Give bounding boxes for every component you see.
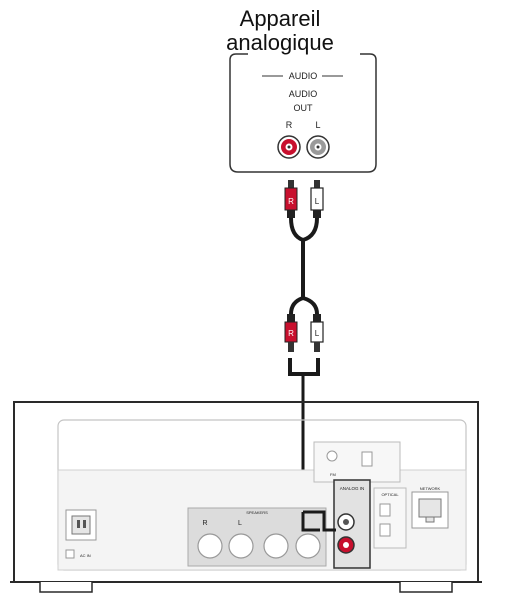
ac-in-label: AC IN xyxy=(80,553,91,558)
channel-l-label: L xyxy=(315,120,320,130)
speaker-terminal-3 xyxy=(263,533,289,559)
device-title-line1: Appareil xyxy=(239,6,321,31)
cable-merge-top xyxy=(289,217,319,243)
analog-in-l-core xyxy=(343,519,349,525)
jack-r-icon xyxy=(277,135,301,159)
cable-split-left xyxy=(289,296,304,315)
plug-top-l-mark: L xyxy=(315,197,320,206)
speaker-mark-l: L xyxy=(238,520,242,527)
analog-in-r-core xyxy=(343,542,349,548)
plug-bottom-r-mark: R xyxy=(288,329,294,338)
fm-label: FM xyxy=(330,472,336,477)
plug-top-r-mark: R xyxy=(288,197,294,206)
cable-split-right xyxy=(302,296,319,315)
plug-bottom-l-mark: L xyxy=(315,329,320,338)
cable-into-l xyxy=(303,510,336,532)
optical-label: OPTICAL xyxy=(381,492,399,497)
speaker-terminals: SPEAKERS R L xyxy=(187,507,327,567)
device-title-line2: analogique xyxy=(226,30,334,55)
speaker-terminal-1 xyxy=(197,533,223,559)
network-label: NETWORK xyxy=(420,486,441,491)
receiver-body xyxy=(13,401,479,582)
speaker-mark-r: R xyxy=(202,520,207,527)
device-outline xyxy=(229,53,377,173)
cable-loop xyxy=(301,512,320,532)
top-plug-pair: R L xyxy=(284,180,324,243)
plug-red-icon: R xyxy=(284,180,298,218)
receiver-unit: AC IN SPEAKERS R L FM ANALOG IN xyxy=(10,401,482,593)
foot-right xyxy=(399,582,453,593)
optical-area: OPTICAL xyxy=(373,487,407,549)
channel-r-label: R xyxy=(286,120,293,130)
analog-in-label: ANALOG IN xyxy=(340,486,365,491)
analog-device: AUDIO AUDIO OUT R L xyxy=(229,53,377,173)
plug-white-icon: L xyxy=(310,180,324,218)
audio-out-label-1: AUDIO xyxy=(289,89,318,99)
network-port: NETWORK xyxy=(411,486,449,529)
speaker-terminal-4 xyxy=(295,533,321,559)
fm-area: FM xyxy=(313,441,401,483)
foot-left xyxy=(39,582,93,593)
ac-inlet: AC IN xyxy=(65,509,97,559)
plug-white-lower-icon: L xyxy=(310,314,324,352)
jack-l-icon xyxy=(306,135,330,159)
bottom-plug-pair: R L xyxy=(284,296,324,352)
connector-bracket xyxy=(288,358,320,376)
speaker-terminal-2 xyxy=(228,533,254,559)
speakers-label: SPEAKERS xyxy=(246,510,268,515)
audio-section-label: AUDIO xyxy=(289,71,318,81)
plug-red-lower-icon: R xyxy=(284,314,298,352)
audio-out-label-2: OUT xyxy=(294,103,314,113)
analog-in-panel: ANALOG IN xyxy=(333,479,371,569)
